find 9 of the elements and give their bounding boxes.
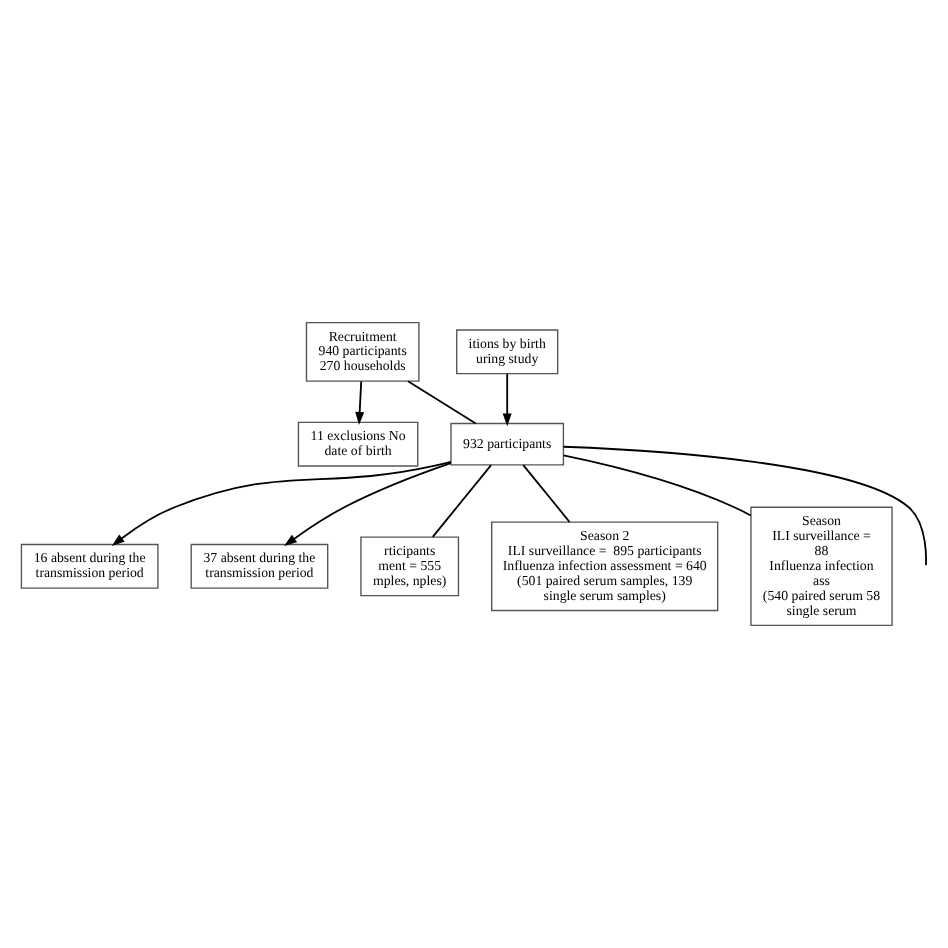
arrow xyxy=(284,462,452,547)
connector xyxy=(407,380,477,425)
connector xyxy=(522,464,571,523)
connector xyxy=(562,454,752,517)
connector xyxy=(562,445,927,566)
connector xyxy=(431,464,493,538)
arrow xyxy=(355,380,365,425)
arrow xyxy=(502,372,512,427)
arrow xyxy=(111,460,452,546)
